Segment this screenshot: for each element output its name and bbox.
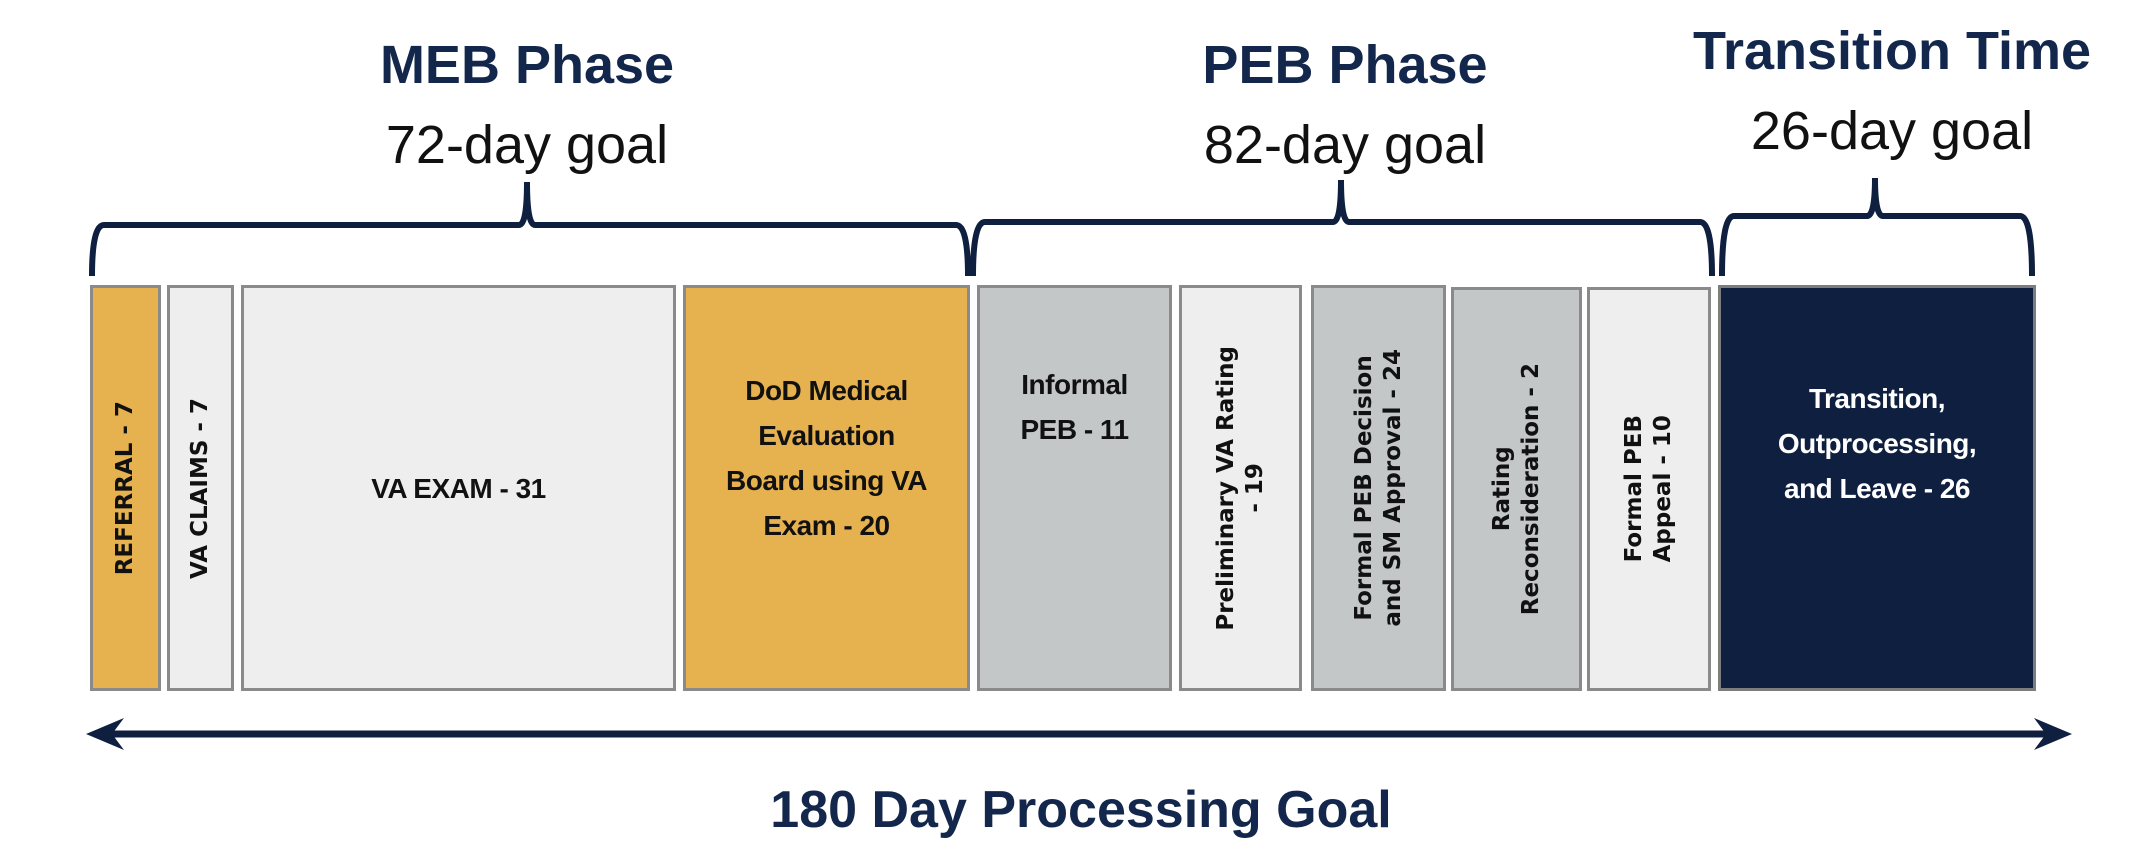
peb-brace bbox=[970, 179, 1715, 277]
step-rating-reconsideration: Rating Reconsideration - 2 bbox=[1451, 287, 1582, 691]
step-informal-peb: Informal PEB - 11 bbox=[977, 285, 1172, 691]
step-formal-peb-decision: Formal PEB Decision and SM Approval - 24 bbox=[1311, 285, 1446, 691]
meb-phase-heading: MEB Phase 72-day goal bbox=[380, 38, 674, 172]
step-label: REFERRAL - 7 bbox=[112, 400, 139, 576]
step-preliminary-va-rating: Preliminary VA Rating - 19 bbox=[1179, 285, 1302, 691]
step-label: Informal PEB - 11 bbox=[1020, 369, 1129, 445]
meb-brace bbox=[89, 181, 971, 277]
step-dod-meb: DoD Medical Evaluation Board using VA Ex… bbox=[683, 285, 970, 691]
processing-goal-label: 180 Day Processing Goal bbox=[770, 781, 1392, 839]
peb-phase-heading: PEB Phase 82-day goal bbox=[1202, 38, 1487, 172]
step-label: VA CLAIMS - 7 bbox=[187, 397, 214, 579]
phase-goal: 82-day goal bbox=[1203, 115, 1487, 175]
step-label: Transition, Outprocessing, and Leave - 2… bbox=[1777, 383, 1977, 504]
phase-goal: 26-day goal bbox=[1750, 101, 2034, 161]
step-label: Formal PEB Appeal - 10 bbox=[1621, 415, 1676, 563]
phase-title: MEB Phase bbox=[379, 35, 675, 95]
step-label: Rating Reconsideration - 2 bbox=[1488, 362, 1544, 616]
phase-title: Transition Time bbox=[1692, 21, 2092, 81]
step-label: VA EXAM - 31 bbox=[371, 472, 546, 504]
phase-goal: 72-day goal bbox=[385, 115, 669, 175]
step-va-exam: VA EXAM - 31 bbox=[241, 285, 676, 691]
transition-brace bbox=[1719, 177, 2035, 277]
step-referral: REFERRAL - 7 bbox=[90, 285, 161, 691]
step-formal-peb-appeal: Formal PEB Appeal - 10 bbox=[1587, 287, 1711, 691]
step-transition: Transition, Outprocessing, and Leave - 2… bbox=[1718, 285, 2036, 691]
phase-title: PEB Phase bbox=[1202, 35, 1488, 95]
transition-phase-heading: Transition Time 26-day goal bbox=[1693, 24, 2091, 158]
timeline-double-arrow bbox=[86, 718, 2072, 750]
step-label: Preliminary VA Rating - 19 bbox=[1212, 345, 1268, 631]
step-label: DoD Medical Evaluation Board using VA Ex… bbox=[726, 375, 927, 541]
step-va-claims: VA CLAIMS - 7 bbox=[167, 285, 234, 691]
step-label: Formal PEB Decision and SM Approval - 24 bbox=[1350, 349, 1406, 627]
